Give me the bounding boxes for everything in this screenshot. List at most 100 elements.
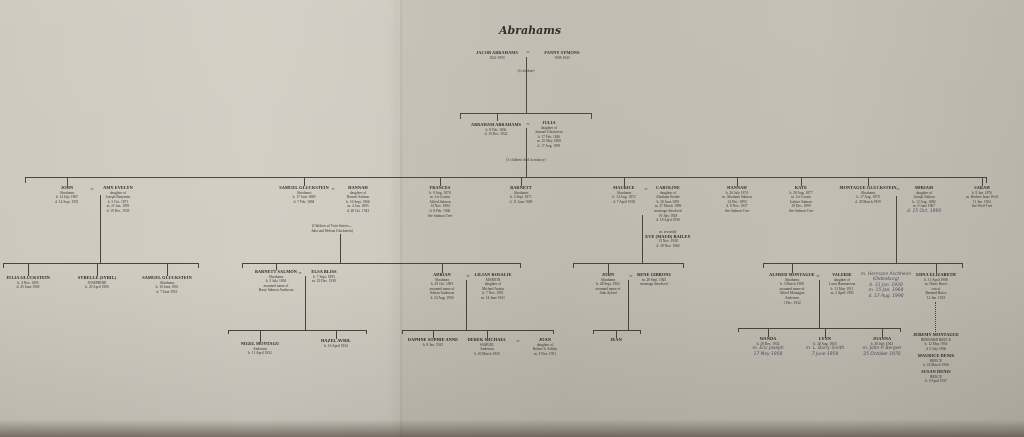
handwritten-note: d. 17 Aug. 1990 bbox=[868, 293, 904, 299]
person-detail: 1808-1843 bbox=[554, 55, 570, 60]
tree-connector-line bbox=[276, 263, 277, 270]
tree-connector-line bbox=[573, 263, 574, 268]
tree-connector-line bbox=[228, 330, 366, 331]
tree-dotted-line bbox=[935, 302, 936, 332]
marriage-symbol: = bbox=[298, 271, 302, 277]
person-name: DAPHNE SOPHIE ANNE bbox=[407, 337, 459, 342]
tree-connector-line bbox=[738, 328, 739, 332]
person-detail: d. 7 April 1938 bbox=[613, 199, 635, 204]
person-name: DEREK MICHAEL bbox=[467, 337, 507, 342]
person-detail: d. 18 Nov. 1960 bbox=[656, 243, 680, 248]
tree-connector-line bbox=[801, 177, 802, 186]
person-name: ADRIAN bbox=[433, 272, 451, 277]
tree-connector-line bbox=[242, 263, 520, 264]
tree-connector-line bbox=[819, 280, 820, 328]
person-detail: d. 24 Aug. 1950 bbox=[430, 295, 454, 300]
person-name: RENE GIBBONS bbox=[637, 272, 671, 277]
tree-connector-line bbox=[868, 177, 869, 186]
person-detail: 1 Dec. 1932 bbox=[783, 300, 801, 305]
marriage-symbol: = bbox=[526, 50, 530, 56]
person-name: JEAN bbox=[610, 337, 622, 342]
handwritten-note: m. Eric Joseph bbox=[752, 346, 784, 352]
tree-connector-line bbox=[167, 263, 168, 276]
person-detail: d. 14 Sept. 1951 bbox=[55, 199, 79, 204]
person-detail: d. 28 March 1959 bbox=[855, 199, 881, 204]
tree-connector-line bbox=[366, 330, 367, 334]
tree-connector-line bbox=[97, 263, 98, 276]
person-jean: JEAN bbox=[610, 337, 622, 343]
tree-connector-line bbox=[433, 330, 434, 338]
person-name: CAROLINE bbox=[656, 185, 680, 190]
handwritten-note: m. L. Barry Smith bbox=[805, 346, 845, 352]
tree-connector-line bbox=[896, 196, 897, 263]
note-twin-sisters: (Children of Twin Sisters— Julia and Hel… bbox=[311, 224, 353, 233]
marriage-symbol: = bbox=[516, 339, 520, 345]
person-name: ALFRED MONTAGUE bbox=[769, 272, 815, 277]
handwritten-note: m. John P. Bergen bbox=[862, 346, 902, 352]
tree-connector-line bbox=[336, 330, 337, 339]
person-name: JULIA GLUCKSTEIN bbox=[6, 275, 50, 280]
tree-connector-line bbox=[3, 263, 198, 264]
person-name: SAMUEL GLUCKSTEIN bbox=[142, 275, 192, 280]
person-name: ABRAHAM ABRAHAMS bbox=[470, 122, 522, 127]
tree-connector-line bbox=[738, 328, 900, 329]
person-detail: d. 5 July 1936 bbox=[925, 346, 947, 351]
person-detail: d. 11 June 1949 bbox=[509, 199, 533, 204]
tree-connector-line bbox=[460, 113, 461, 119]
person-detail: d. 17 Aug. 1891 bbox=[537, 143, 561, 148]
tree-connector-line bbox=[25, 177, 986, 178]
person-detail: b. 9 April 1937 bbox=[925, 379, 947, 384]
tree-connector-line bbox=[25, 177, 26, 183]
person-detail: b. 8 Jan. 1923 bbox=[422, 342, 444, 347]
tree-connector-line bbox=[882, 328, 883, 337]
person-name: LILIAN ROSALIE bbox=[474, 272, 512, 277]
person-name: JACOB ABRAHAMS bbox=[476, 50, 518, 55]
marriage-symbol: = bbox=[90, 187, 94, 193]
person-detail: d. 28 Oct. 1943 bbox=[346, 208, 370, 213]
note-line: Julia and Helena Gluckstein) bbox=[311, 228, 353, 233]
person-detail: d. 16 Dec. 1922 bbox=[484, 132, 508, 137]
tree-connector-line bbox=[683, 263, 684, 268]
person-name: HAZEL AVRIL bbox=[320, 338, 352, 343]
person-detail: d. 18 April 1938 bbox=[656, 218, 680, 223]
tree-connector-line bbox=[616, 330, 617, 338]
tree-connector-line bbox=[768, 328, 769, 337]
person-detail: m. 23 Dec. 1930 bbox=[312, 279, 336, 284]
tree-connector-line bbox=[526, 57, 527, 113]
tree-connector-line bbox=[792, 263, 793, 273]
tree-connector-line bbox=[628, 280, 629, 330]
tree-connector-line bbox=[526, 128, 527, 177]
person-detail: b. 14 April 1934 bbox=[324, 343, 348, 348]
person-detail: See Wolf Tree bbox=[971, 204, 993, 209]
tree-connector-line bbox=[640, 330, 641, 334]
tree-connector-line bbox=[340, 234, 341, 263]
person-name: MAURICE bbox=[613, 185, 635, 190]
tree-connector-line bbox=[28, 263, 29, 276]
person-name: MAURICE DENIS bbox=[917, 353, 955, 358]
note-line: (Children of Twin Sisters— bbox=[312, 224, 352, 228]
tree-connector-line bbox=[460, 113, 591, 114]
page-fold bbox=[398, 0, 402, 437]
